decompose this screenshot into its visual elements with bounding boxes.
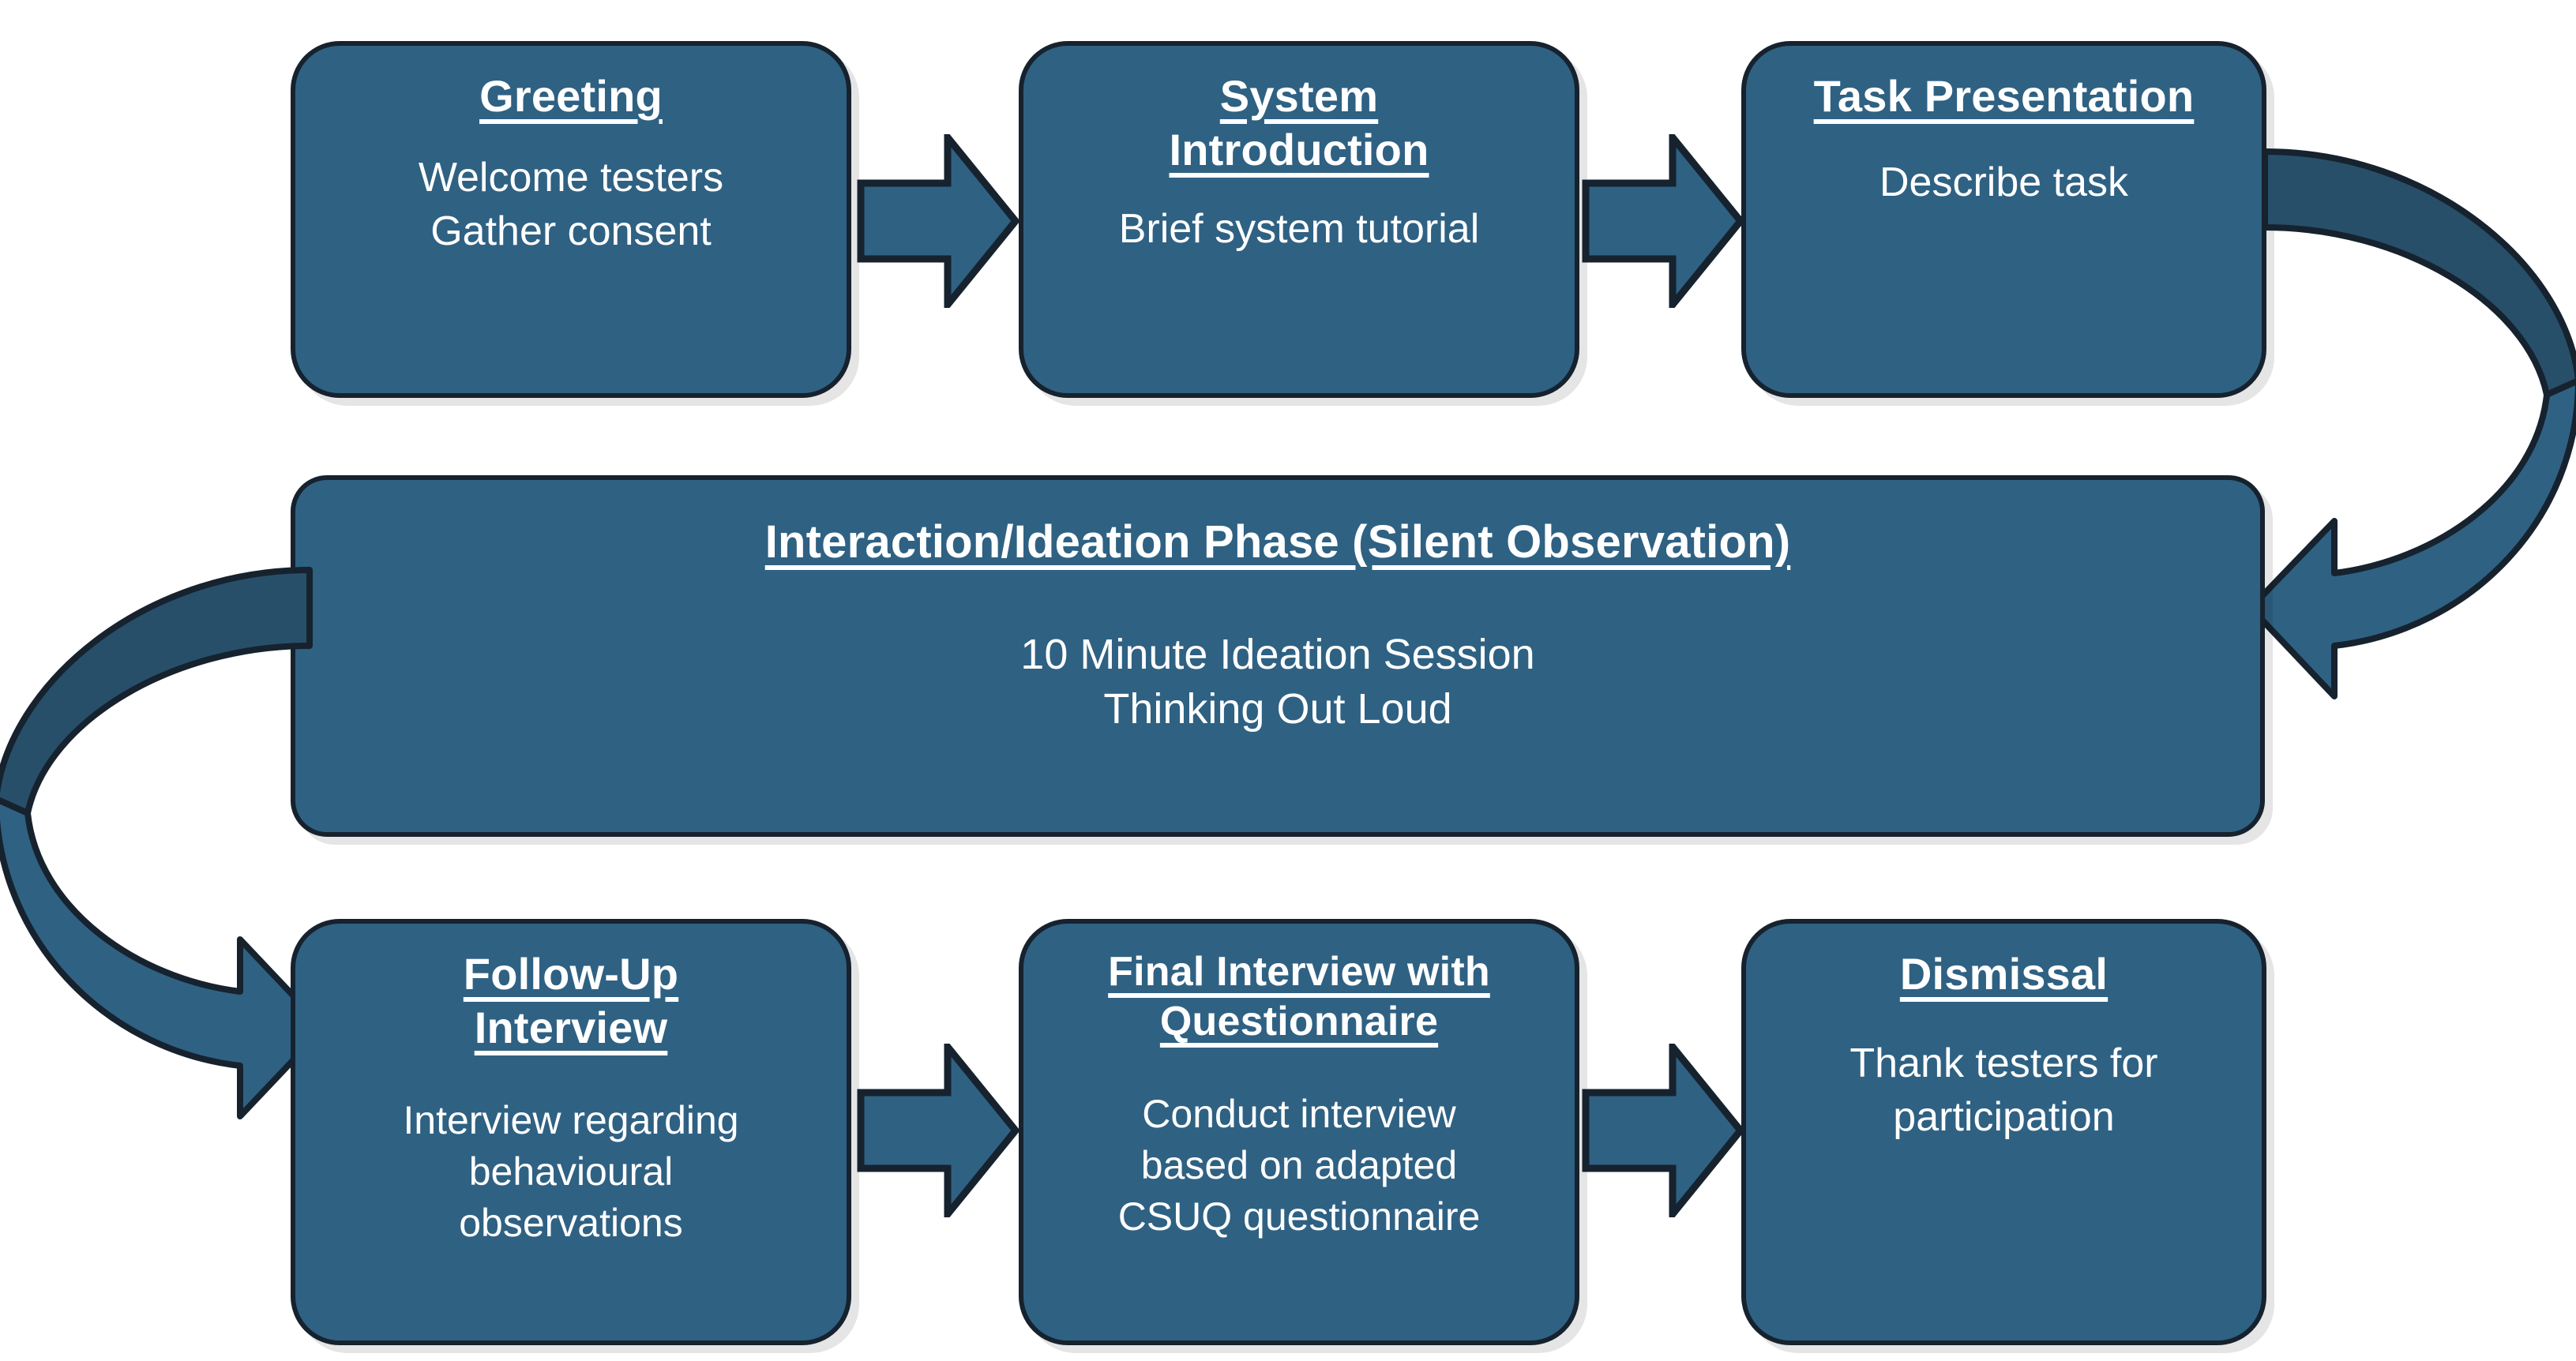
node-interaction-ideation-phase-title: Interaction/Ideation Phase (Silent Obser… [764, 516, 1791, 568]
node-system-introduction-body: Brief system tutorial [1118, 205, 1480, 252]
node-task-presentation-title: Task Presentation [1813, 71, 2195, 121]
arrow-final-interview-to-dismissal [1579, 1037, 1745, 1224]
node-system-introduction[interactable]: System Introduction Brief system tutoria… [1019, 41, 1579, 398]
node-greeting-title: Greeting [479, 71, 663, 121]
node-task-presentation[interactable]: Task Presentation Describe task [1741, 41, 2266, 398]
arrow-task-presentation-to-interaction-phase [2243, 134, 2576, 718]
node-final-interview-title: Final Interview with Questionnaire [1108, 949, 1490, 1045]
node-greeting-body: Welcome testers Gather consent [418, 155, 724, 254]
node-dismissal-body: Thank testers for participation [1849, 1040, 2158, 1140]
node-dismissal-title: Dismissal [1899, 949, 2108, 999]
node-final-interview-body: Conduct interview based on adapted CSUQ … [1117, 1091, 1481, 1239]
node-follow-up-interview-body: Interview regarding behavioural observat… [403, 1097, 739, 1245]
node-task-presentation-body: Describe task [1879, 159, 2128, 206]
node-system-introduction-title: System Introduction [1169, 71, 1429, 175]
arrow-follow-up-interview-to-final-interview [854, 1037, 1020, 1224]
node-interaction-ideation-phase-body: 10 Minute Ideation Session Thinking Out … [1020, 630, 1535, 733]
node-greeting[interactable]: Greeting Welcome testers Gather consent [291, 41, 851, 398]
arrow-system-introduction-to-task-presentation [1579, 127, 1745, 315]
node-final-interview-with-questionnaire[interactable]: Final Interview with Questionnaire Condu… [1019, 919, 1579, 1345]
arrow-interaction-phase-to-follow-up-interview [0, 553, 332, 1153]
node-follow-up-interview[interactable]: Follow-Up Interview Interview regarding … [291, 919, 851, 1345]
node-dismissal[interactable]: Dismissal Thank testers for participatio… [1741, 919, 2266, 1345]
node-follow-up-interview-title: Follow-Up Interview [463, 949, 679, 1053]
node-interaction-ideation-phase[interactable]: Interaction/Ideation Phase (Silent Obser… [291, 475, 2265, 837]
arrow-greeting-to-system-introduction [854, 127, 1020, 315]
